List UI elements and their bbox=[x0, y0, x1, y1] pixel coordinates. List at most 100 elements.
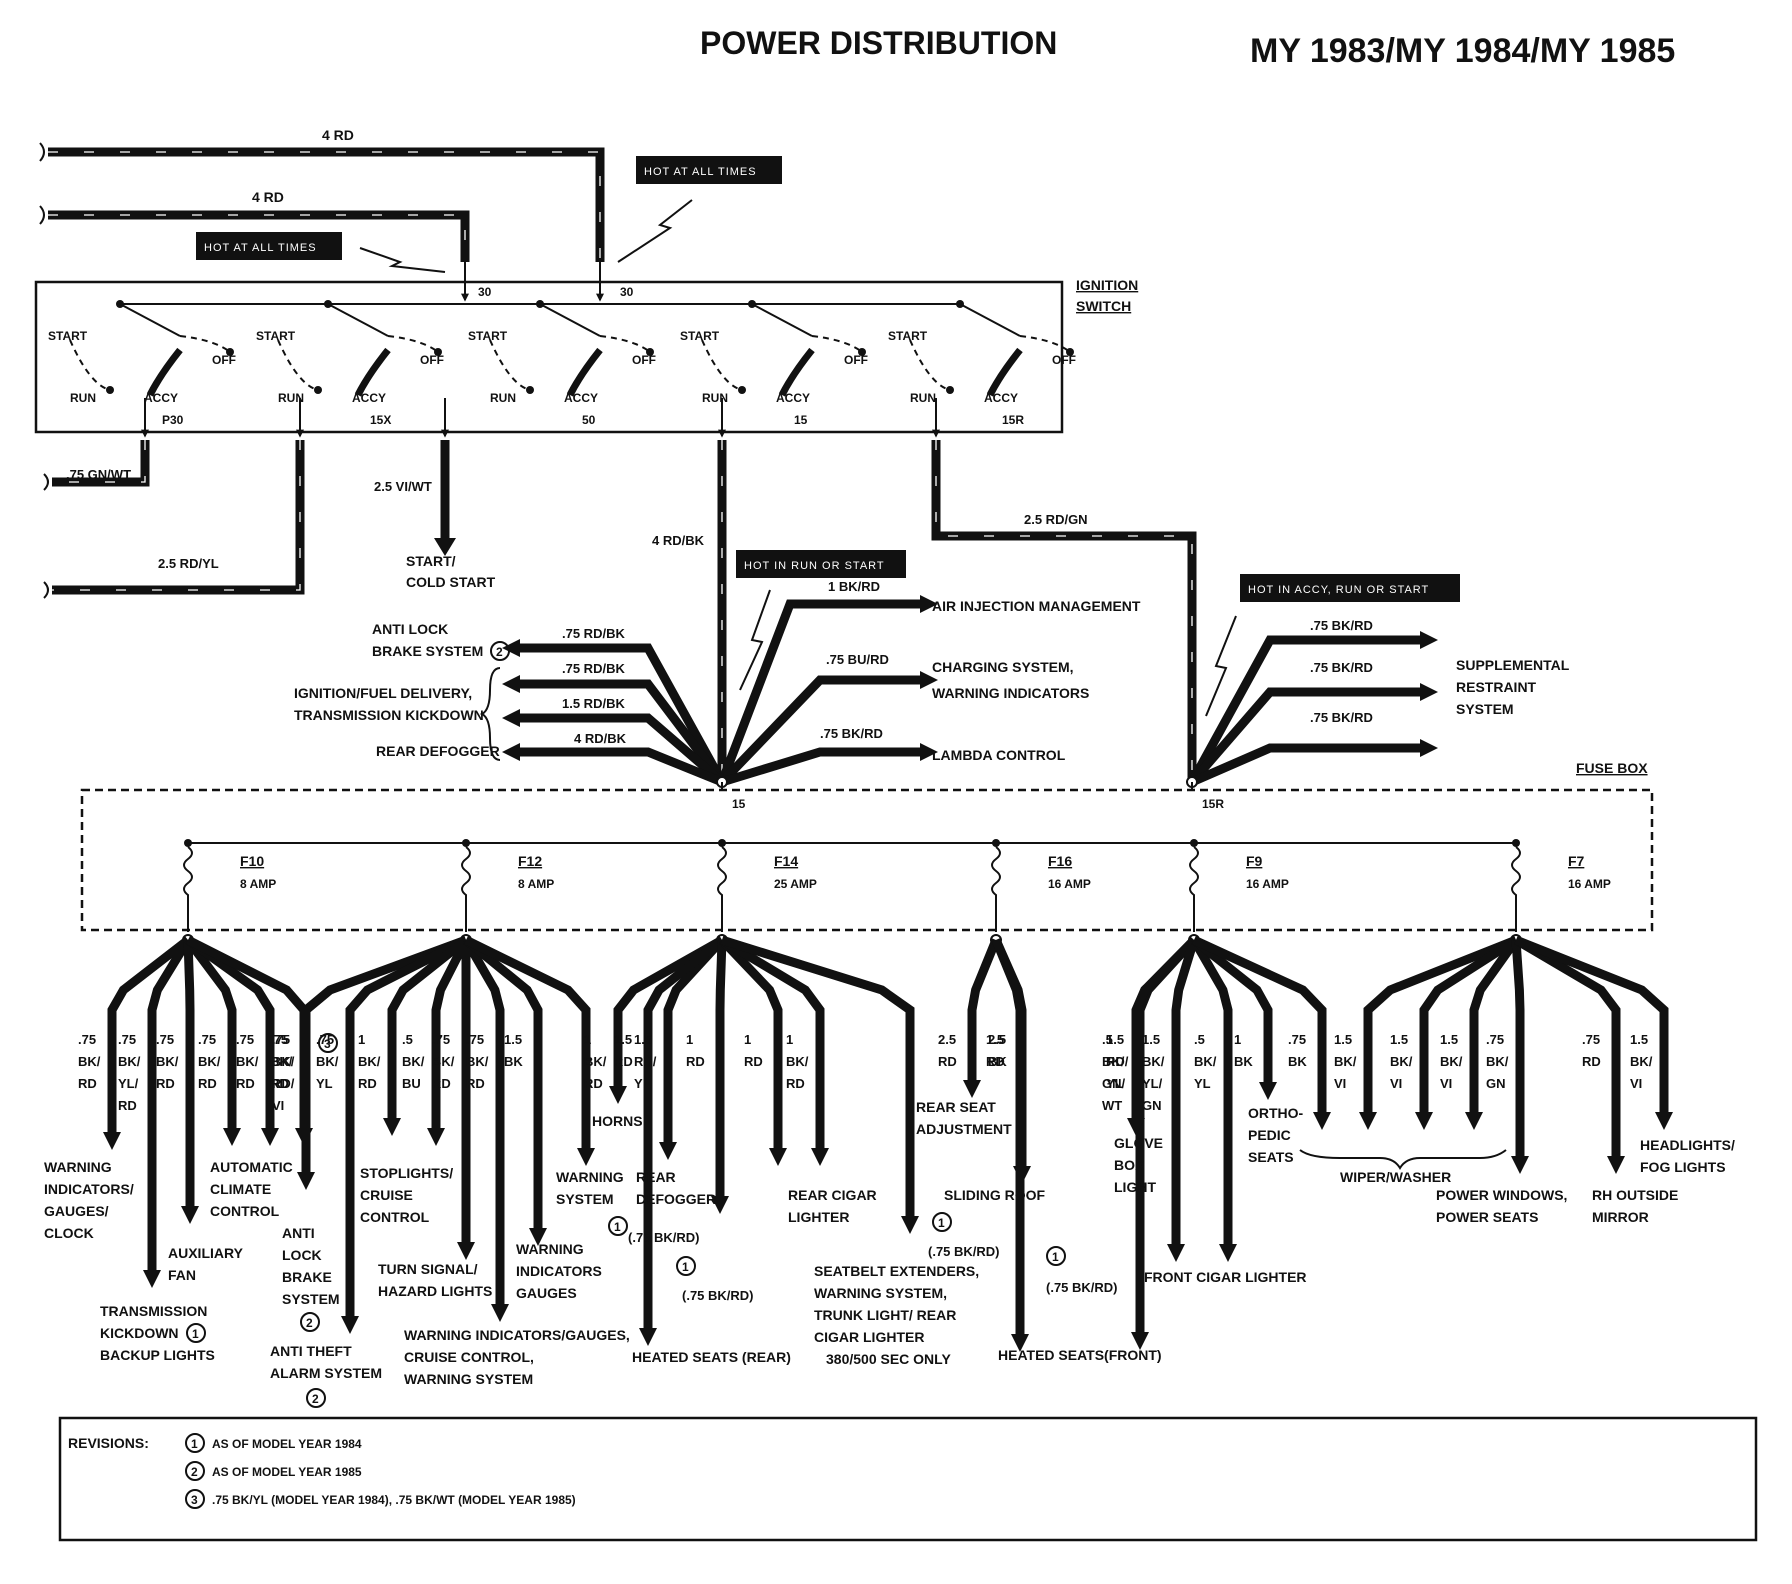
wire-gauge-label: 1 bbox=[786, 1032, 793, 1047]
wire-gauge-label: RD bbox=[270, 1076, 289, 1091]
wire-gauge-label: RD bbox=[786, 1076, 805, 1091]
wire-gauge-label: BK/ bbox=[358, 1054, 381, 1069]
svg-text:1: 1 bbox=[682, 1260, 689, 1274]
marker-1-c: 1 bbox=[932, 1212, 952, 1232]
hot-tag-2: HOT AT ALL TIMES bbox=[196, 232, 446, 273]
n15-left-wire-4 bbox=[520, 747, 724, 787]
load-wire bbox=[719, 936, 825, 1150]
svg-text:1: 1 bbox=[1052, 1250, 1059, 1264]
sec-off-label: OFF bbox=[420, 353, 444, 367]
ign-label-1: IGNITION/FUEL DELIVERY, bbox=[294, 685, 472, 701]
svg-text:HOT AT ALL TIMES: HOT AT ALL TIMES bbox=[644, 166, 757, 178]
n15r-wire-2 bbox=[1188, 687, 1420, 785]
abs-label-2: BRAKE SYSTEM bbox=[372, 643, 483, 659]
load-rear-seat-2: ADJUSTMENT bbox=[916, 1121, 1012, 1137]
load-rh-mirror-1: RH OUTSIDE bbox=[1592, 1187, 1678, 1203]
load-rear-seat-1: REAR SEAT bbox=[916, 1099, 996, 1115]
supply-2-label: 4 RD bbox=[252, 189, 284, 205]
load-wig-2: CRUISE CONTROL, bbox=[404, 1349, 534, 1365]
load-wire bbox=[663, 936, 726, 1144]
sec-off-label: OFF bbox=[1052, 353, 1076, 367]
fan-f10: .75BK/RD.75BK/YL/RD.75BK/RD.75BK/RD.75BK… bbox=[78, 934, 313, 1288]
node-15r-label: 15R bbox=[1202, 797, 1224, 811]
fuse-amp: 25 AMP bbox=[774, 877, 817, 891]
load-sliding-roof: SLIDING ROOF bbox=[944, 1187, 1046, 1203]
load-wire bbox=[462, 937, 505, 1306]
wire-gauge-label: RD bbox=[1582, 1054, 1601, 1069]
load-climate-1: AUTOMATIC bbox=[210, 1159, 293, 1175]
load-turn-1: TURN SIGNAL/ bbox=[378, 1261, 478, 1277]
load-ws-2: SYSTEM bbox=[556, 1191, 614, 1207]
load-abs-3: BRAKE bbox=[282, 1269, 332, 1285]
load-wi-2: INDICATORS bbox=[516, 1263, 602, 1279]
svg-text:2: 2 bbox=[496, 645, 503, 659]
wire-gauge-label: BK/ bbox=[156, 1054, 179, 1069]
wire-gauge-label: 1.5 bbox=[1142, 1032, 1160, 1047]
marker-1-trans: 1 bbox=[186, 1323, 206, 1343]
svg-text:HOT AT ALL TIMES: HOT AT ALL TIMES bbox=[204, 242, 317, 254]
sec-run-label: RUN bbox=[278, 391, 304, 405]
wire-gauge-label: GN/ bbox=[1102, 1076, 1126, 1091]
wire-gauge-label: BK bbox=[1234, 1054, 1253, 1069]
sec-start-label: START bbox=[256, 329, 296, 343]
marker-2-abs-load: 2 bbox=[300, 1312, 320, 1332]
sec-start-label: START bbox=[680, 329, 720, 343]
fan-f7: 1.5BK/VI1.5BK/VI1.5BK/VI.75BK/GN.75RD1.5… bbox=[1334, 934, 1673, 1174]
sec-terminal-label: 15 bbox=[794, 413, 808, 427]
wire-gauge-label: .75 bbox=[432, 1032, 450, 1047]
wire-gauge-label: 1 bbox=[358, 1032, 365, 1047]
fuse-amp: 16 AMP bbox=[1048, 877, 1091, 891]
svg-text:1: 1 bbox=[614, 1220, 621, 1234]
load-wire bbox=[183, 939, 195, 1208]
sec-terminal-label: 15X bbox=[370, 413, 391, 427]
load-wire bbox=[463, 936, 543, 1230]
load-turn-2: HAZARD LIGHTS bbox=[378, 1283, 492, 1299]
sec-run-label: RUN bbox=[490, 391, 516, 405]
load-headlights-2: FOG LIGHTS bbox=[1640, 1159, 1726, 1175]
load-power-windows-1: POWER WINDOWS, bbox=[1436, 1187, 1567, 1203]
n15r-wire-3 bbox=[1190, 743, 1420, 787]
load-heated-rear: HEATED SEATS (REAR) bbox=[632, 1349, 791, 1365]
15-wire-label: 4 RD/BK bbox=[652, 533, 705, 548]
fan-f12: .75BK/RD/VI.75BK/YL1BK/RD.5BK/BU.75BK/RD… bbox=[272, 934, 595, 1334]
load-abs-1: ANTI bbox=[282, 1225, 315, 1241]
15x-wire-label: 2.5 RD/YL bbox=[158, 556, 219, 571]
load-warning-indicators-3: GAUGES/ bbox=[44, 1203, 109, 1219]
wire-gauge-label: YL bbox=[316, 1076, 333, 1091]
load-rear-defogger-2: DEFOGGER bbox=[636, 1191, 716, 1207]
load-wig-3: WARNING SYSTEM bbox=[404, 1371, 533, 1387]
wire-gauge-label: YL bbox=[634, 1076, 651, 1091]
load-front-cigar: FRONT CIGAR LIGHTER bbox=[1144, 1269, 1307, 1285]
model-years: MY 1983/MY 1984/MY 1985 bbox=[1250, 32, 1675, 70]
wire-gauge-label: RD bbox=[744, 1054, 763, 1069]
wire-gauge-label: 1.5 bbox=[614, 1032, 632, 1047]
wire-gauge-label: VI bbox=[272, 1098, 284, 1113]
wire-gauge-label: .75 bbox=[236, 1032, 254, 1047]
load-wire bbox=[715, 939, 727, 1198]
wire-gauge-label: BK/ bbox=[1194, 1054, 1217, 1069]
load-belt-4: CIGAR LIGHTER bbox=[814, 1329, 924, 1345]
wire-gauge-label: RD bbox=[614, 1054, 633, 1069]
load-headlights-1: HEADLIGHTS/ bbox=[1640, 1137, 1735, 1153]
load-power-windows-2: POWER SEATS bbox=[1436, 1209, 1538, 1225]
wire-gauge-label: .75 bbox=[156, 1032, 174, 1047]
load-belt-2: WARNING SYSTEM, bbox=[814, 1285, 947, 1301]
load-wire bbox=[720, 935, 915, 1218]
load-rear-cigar-1: REAR CIGAR bbox=[788, 1187, 877, 1203]
load-glove-3: LIGHT bbox=[1114, 1179, 1156, 1195]
load-stoplights-1: STOPLIGHTS/ bbox=[360, 1165, 453, 1181]
node-15r-fan: 15R .75 BK/RD .75 BK/RD .75 BK/RD SUPPLE… bbox=[1186, 618, 1570, 811]
wire-gauge-label: 1.5 bbox=[986, 1032, 1004, 1047]
wire-gauge-label: RD bbox=[156, 1076, 175, 1091]
srs-label-1: SUPPLEMENTAL bbox=[1456, 657, 1570, 673]
lambda-wire-label: .75 BK/RD bbox=[820, 726, 883, 741]
wire-gauge-label: .75 bbox=[118, 1032, 136, 1047]
load-belt-3: TRUNK LIGHT/ REAR bbox=[814, 1307, 956, 1323]
wire-gauge-label: 2.5 bbox=[938, 1032, 956, 1047]
terminal-30a: 30 bbox=[478, 285, 492, 299]
n15-right-wire-3 bbox=[720, 747, 920, 787]
